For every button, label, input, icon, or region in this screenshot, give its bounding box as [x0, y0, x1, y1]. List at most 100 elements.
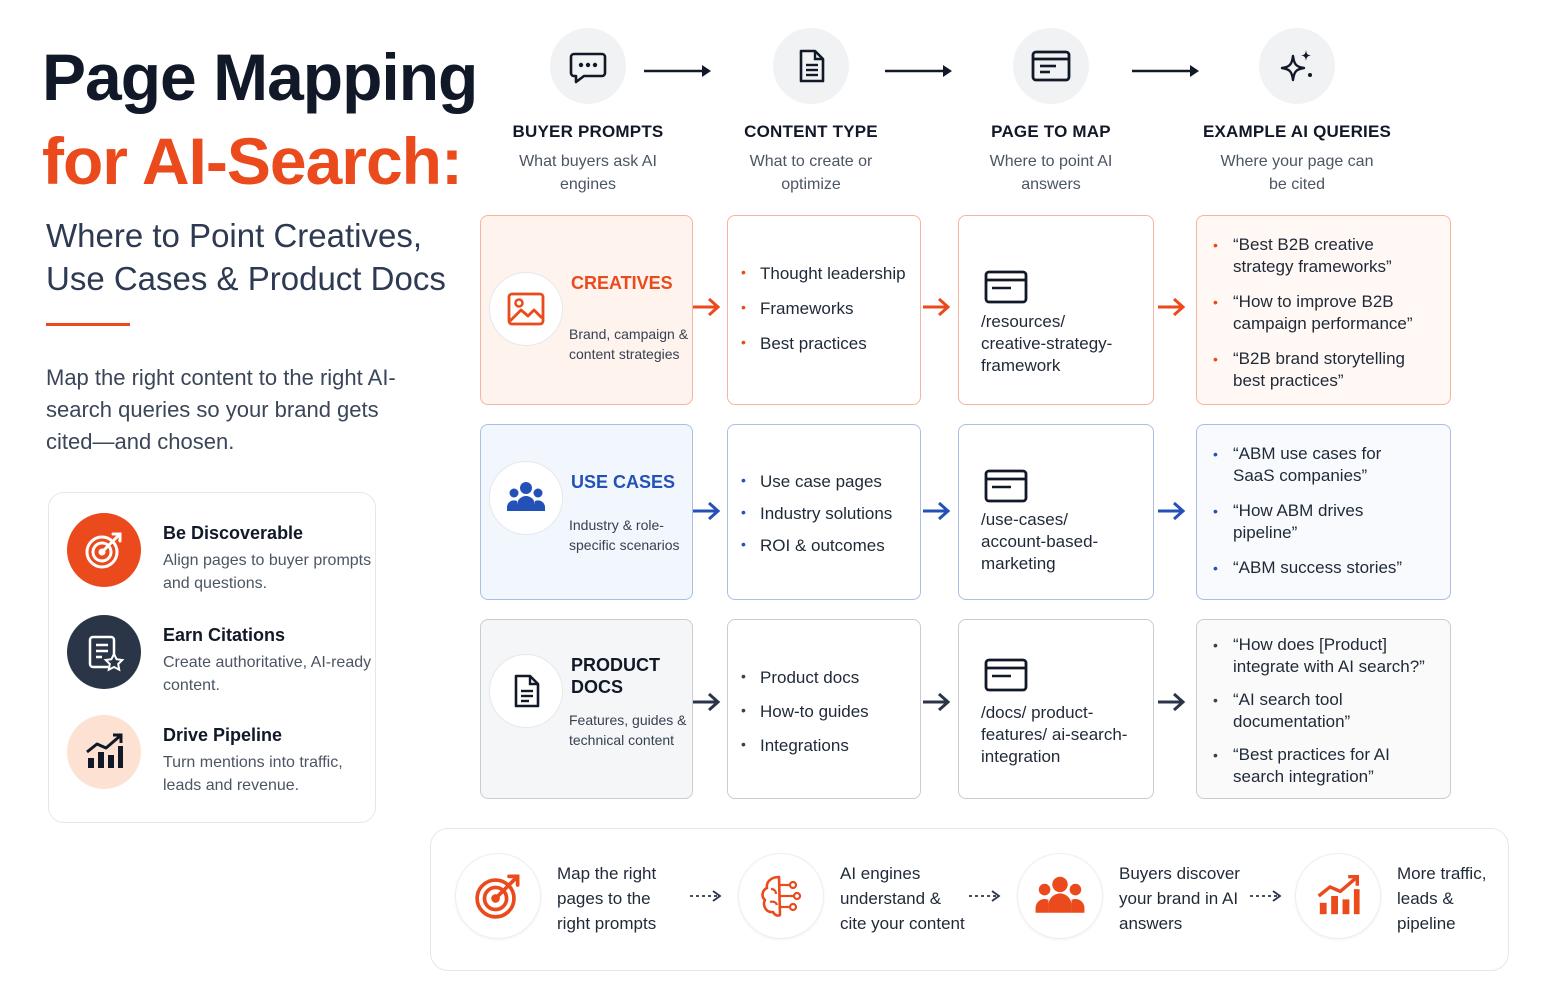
category-title: USE CASES: [571, 472, 676, 492]
header-arrow: [885, 65, 952, 77]
content-type-list: Thought leadership Frameworks Best pract…: [741, 264, 906, 354]
row-arrow: [1158, 692, 1186, 712]
column-header-content-type: CONTENT TYPE What to create or optimize: [691, 28, 931, 196]
page-card: /resources/ creative-strategy- framework: [958, 215, 1154, 405]
query-item: “How does [Product] integrate with AI se…: [1213, 634, 1445, 678]
people-icon: [1017, 853, 1103, 939]
row-arrow: [1158, 297, 1186, 317]
benefit-discoverable: Be Discoverable Align pages to buyer pro…: [67, 513, 371, 593]
content-type-card: Thought leadership Frameworks Best pract…: [727, 215, 921, 405]
flow-step-text: Buyers discover your brand in AI answers: [1119, 864, 1240, 933]
image-icon: [489, 272, 563, 346]
browser-window-icon: [984, 658, 1028, 692]
browser-window-icon: [1013, 28, 1089, 104]
column-desc: What to create or optimize: [749, 153, 873, 193]
growth-chart-icon: [67, 715, 141, 789]
row-arrow: [693, 297, 721, 317]
header-arrow: [644, 65, 711, 77]
column-header-page-to-map: PAGE TO MAP Where to point AI answers: [931, 28, 1171, 196]
queries-list: “ABM use cases for SaaS companies” “How …: [1213, 443, 1413, 579]
content-type-card: Use case pages Industry solutions ROI & …: [727, 424, 921, 600]
page-card: /docs/ product-features/ ai-search-integ…: [958, 619, 1154, 799]
page-title-line1: Page Mapping: [42, 40, 478, 114]
queries-list: “How does [Product] integrate with AI se…: [1213, 634, 1445, 788]
queries-card: “Best B2B creative strategy frameworks” …: [1196, 215, 1451, 405]
document-star-icon: [67, 615, 141, 689]
people-icon: [489, 461, 563, 535]
column-label: PAGE TO MAP: [991, 122, 1111, 141]
target-icon: [455, 853, 541, 939]
queries-card: “ABM use cases for SaaS companies” “How …: [1196, 424, 1451, 600]
category-card: USE CASES Industry & role- specific scen…: [480, 424, 693, 600]
row-arrow: [923, 692, 951, 712]
category-title: CREATIVES: [571, 273, 673, 293]
benefit-title: Be Discoverable: [163, 523, 304, 543]
content-type-item: ROI & outcomes: [741, 536, 892, 556]
chat-icon: [550, 28, 626, 104]
content-type-card: Product docs How-to guides Integrations: [727, 619, 921, 799]
ai-brain-icon: [738, 853, 824, 939]
row-arrow: [923, 501, 951, 521]
sparkle-icon: [1259, 28, 1335, 104]
query-item: “Best practices for AI search integratio…: [1213, 744, 1445, 788]
page-path: /docs/ product-features/ ai-search-integ…: [981, 703, 1128, 766]
query-item: “How ABM drives pipeline”: [1213, 500, 1413, 544]
column-header-buyer-prompts: BUYER PROMPTS What buyers ask AI engines: [468, 28, 708, 196]
content-type-item: Product docs: [741, 668, 869, 688]
query-item: “AI search tool documentation”: [1213, 689, 1445, 733]
flow-step-text: Map the right pages to the right prompts: [557, 864, 657, 933]
category-card: CREATIVES Brand, campaign & content stra…: [480, 215, 693, 405]
flow-step-text: More traffic, leads & pipeline: [1397, 864, 1487, 933]
page-path: /resources/ creative-strategy- framework: [981, 312, 1113, 375]
intro-text: Map the right content to the right AI-se…: [46, 365, 396, 454]
queries-card: “How does [Product] integrate with AI se…: [1196, 619, 1451, 799]
row-arrow: [693, 692, 721, 712]
category-desc: Brand, campaign & content strategies: [569, 326, 689, 362]
query-item: “How to improve B2B campaign performance…: [1213, 291, 1435, 335]
column-desc: Where to point AI answers: [989, 153, 1113, 193]
queries-list: “Best B2B creative strategy frameworks” …: [1213, 234, 1435, 392]
process-flow: Map the right pages to the right prompts…: [430, 828, 1509, 971]
benefit-pipeline: Drive Pipeline Turn mentions into traffi…: [67, 715, 367, 795]
row-arrow: [923, 297, 951, 317]
row-arrow: [693, 501, 721, 521]
benefits-panel: Be Discoverable Align pages to buyer pro…: [48, 492, 376, 823]
browser-window-icon: [984, 469, 1028, 503]
benefit-desc: Turn mentions into traffic, leads and re…: [163, 754, 343, 794]
content-type-list: Product docs How-to guides Integrations: [741, 668, 869, 756]
page-path: /use-cases/ account-based- marketing: [981, 510, 1099, 573]
growth-chart-icon: [1295, 853, 1381, 939]
flow-arrow: [1250, 890, 1282, 902]
category-desc: Industry & role- specific scenarios: [569, 517, 680, 553]
category-title: PRODUCT DOCS: [571, 655, 660, 697]
flow-step-text: AI engines understand & cite your conten…: [840, 864, 965, 933]
query-item: “Best B2B creative strategy frameworks”: [1213, 234, 1435, 278]
content-type-item: Best practices: [741, 334, 906, 354]
content-type-item: Industry solutions: [741, 504, 892, 524]
benefit-desc: Align pages to buyer prompts and questio…: [163, 552, 372, 592]
flow-arrow: [969, 890, 1001, 902]
content-type-item: Frameworks: [741, 299, 906, 319]
column-desc: Where your page can be cited: [1220, 153, 1374, 193]
page-card: /use-cases/ account-based- marketing: [958, 424, 1154, 600]
benefit-citations: Earn Citations Create authoritative, AI-…: [67, 615, 371, 695]
browser-window-icon: [984, 270, 1028, 304]
query-item: “B2B brand storytelling best practices”: [1213, 348, 1435, 392]
page-subtitle: Where to Point Creatives, Use Cases & Pr…: [46, 217, 446, 297]
flow-arrow: [690, 890, 722, 902]
benefit-desc: Create authoritative, AI-ready content.: [163, 654, 372, 694]
column-label: CONTENT TYPE: [744, 122, 878, 141]
target-icon: [67, 513, 141, 587]
document-icon: [773, 28, 849, 104]
column-label: EXAMPLE AI QUERIES: [1202, 122, 1392, 141]
content-type-item: Use case pages: [741, 472, 892, 492]
column-label: BUYER PROMPTS: [512, 122, 664, 141]
row-arrow: [1158, 501, 1186, 521]
header-arrow: [1132, 65, 1199, 77]
query-item: “ABM success stories”: [1213, 557, 1413, 579]
column-header-example-queries: EXAMPLE AI QUERIES Where your page can b…: [1177, 28, 1417, 196]
content-type-item: Integrations: [741, 736, 869, 756]
content-type-item: How-to guides: [741, 702, 869, 722]
category-card: PRODUCT DOCS Features, guides & technica…: [480, 619, 693, 799]
benefit-title: Drive Pipeline: [163, 725, 283, 745]
